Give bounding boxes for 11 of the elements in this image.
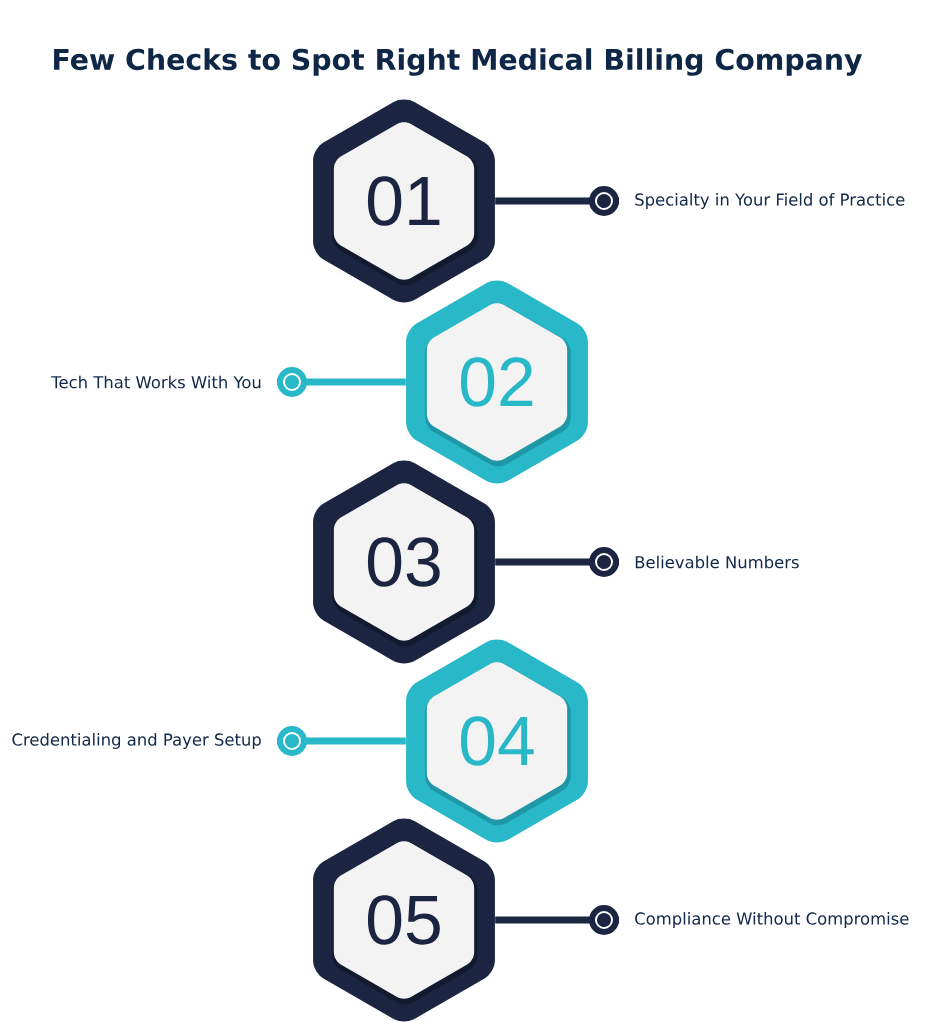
- hexagon-badge: 03: [313, 460, 495, 664]
- step-label: Tech That Works With You: [51, 375, 261, 389]
- step-label: Specialty in Your Field of Practice: [635, 193, 905, 209]
- hexagon-badge: 01: [313, 99, 495, 303]
- hexagon-badge: 02: [406, 280, 588, 484]
- step-label: Credentialing and Payer Setup: [12, 733, 261, 749]
- hexagon-badge: 04: [406, 639, 588, 843]
- step-label: Compliance Without Compromise: [635, 912, 909, 928]
- step-label: Believable Numbers: [635, 555, 799, 569]
- title: Few Checks to Spot Right Medical Billing Company: [54, 48, 863, 76]
- hexagon-badge: 05: [313, 818, 495, 1022]
